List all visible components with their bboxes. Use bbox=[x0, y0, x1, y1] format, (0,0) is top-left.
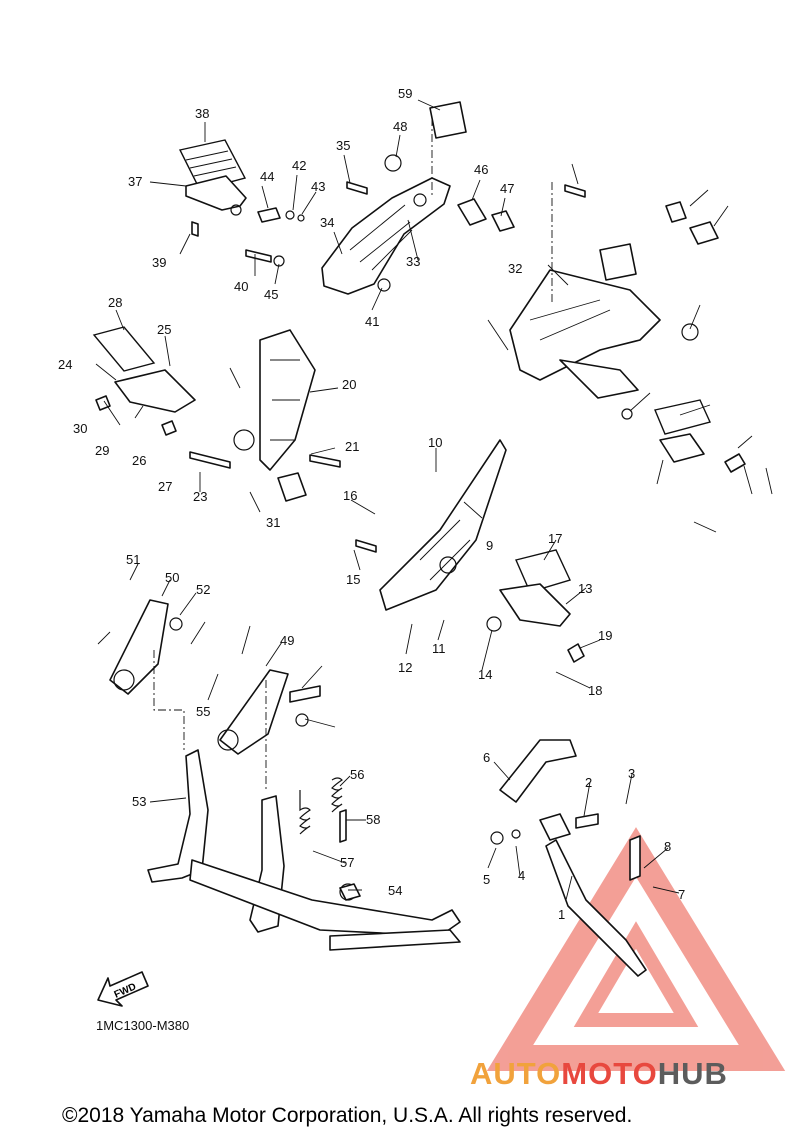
part-label: 55 bbox=[196, 704, 210, 719]
part-label: 53 bbox=[132, 794, 146, 809]
part-label: 49 bbox=[280, 633, 294, 648]
part-label: 26 bbox=[132, 453, 146, 468]
watermark-auto: AUTO bbox=[470, 1056, 562, 1091]
part-label: 9 bbox=[486, 538, 493, 553]
part-label: 2 bbox=[585, 775, 592, 790]
part-label: 56 bbox=[350, 767, 364, 782]
part-label: 37 bbox=[128, 174, 142, 189]
footrest-left-rear bbox=[178, 139, 305, 237]
part-label: 29 bbox=[95, 443, 109, 458]
side-stand bbox=[490, 739, 647, 977]
part-label: 57 bbox=[340, 855, 354, 870]
part-label: 16 bbox=[343, 488, 357, 503]
part-label: 59 bbox=[398, 86, 412, 101]
part-label: 6 bbox=[483, 750, 490, 765]
part-label: 1 bbox=[558, 907, 565, 922]
part-label: 41 bbox=[365, 314, 379, 329]
part-label: 12 bbox=[398, 660, 412, 675]
part-label: 46 bbox=[474, 162, 488, 177]
part-label: 25 bbox=[157, 322, 171, 337]
leader-lines bbox=[95, 99, 773, 901]
part-label: 15 bbox=[346, 572, 360, 587]
part-label: 17 bbox=[548, 531, 562, 546]
footrest-right-front bbox=[355, 439, 585, 663]
part-label: 50 bbox=[165, 570, 179, 585]
part-label: 47 bbox=[500, 181, 514, 196]
footrest-left-front bbox=[92, 326, 341, 502]
part-label: 43 bbox=[311, 179, 325, 194]
watermark-hub: HUB bbox=[657, 1056, 728, 1091]
part-label: 21 bbox=[345, 439, 359, 454]
copyright-notice: ©2018 Yamaha Motor Corporation, U.S.A. A… bbox=[62, 1104, 633, 1127]
part-label: 38 bbox=[195, 106, 209, 121]
part-number-labels: 1 2 3 4 5 6 7 8 9 10 11 12 13 14 15 16 1… bbox=[58, 86, 685, 922]
part-label: 11 bbox=[432, 641, 446, 656]
part-label: 52 bbox=[196, 582, 210, 597]
part-label: 34 bbox=[320, 215, 334, 230]
part-label: 58 bbox=[366, 812, 380, 827]
part-label: 14 bbox=[478, 667, 492, 682]
watermark-moto: MOTO bbox=[561, 1056, 658, 1091]
part-label: 19 bbox=[598, 628, 612, 643]
part-label: 33 bbox=[406, 254, 420, 269]
part-label: 23 bbox=[193, 489, 207, 504]
part-label: 32 bbox=[508, 261, 522, 276]
part-label: 51 bbox=[126, 552, 140, 567]
part-label: 28 bbox=[108, 295, 122, 310]
part-label: 31 bbox=[266, 515, 280, 530]
part-label: 35 bbox=[336, 138, 350, 153]
part-label: 48 bbox=[393, 119, 407, 134]
part-label: 40 bbox=[234, 279, 248, 294]
part-label: 5 bbox=[483, 872, 490, 887]
watermark-triangle bbox=[486, 827, 786, 1071]
stand-springs bbox=[299, 777, 361, 901]
footrest-bracket-32 bbox=[509, 184, 746, 473]
part-label: 39 bbox=[152, 255, 166, 270]
part-label: 4 bbox=[518, 868, 525, 883]
part-label: 20 bbox=[342, 377, 356, 392]
part-label: 30 bbox=[73, 421, 87, 436]
fwd-arrow-icon: FWD bbox=[97, 971, 149, 1007]
part-label: 10 bbox=[428, 435, 442, 450]
part-label: 18 bbox=[588, 683, 602, 698]
stand-brackets bbox=[109, 599, 321, 755]
part-label: 44 bbox=[260, 169, 274, 184]
part-label: 42 bbox=[292, 158, 306, 173]
part-label: 45 bbox=[264, 287, 278, 302]
footrest-bracket-33 bbox=[245, 101, 515, 295]
part-label: 13 bbox=[578, 581, 592, 596]
part-label: 24 bbox=[58, 357, 72, 372]
center-stand bbox=[147, 749, 461, 951]
diagram-code: 1MC1300-M380 bbox=[96, 1018, 190, 1033]
part-label: 54 bbox=[388, 883, 402, 898]
part-label: 27 bbox=[158, 479, 172, 494]
part-label: 8 bbox=[664, 839, 671, 854]
watermark-logo: AUTOMOTOHUB bbox=[470, 1056, 728, 1092]
part-label: 7 bbox=[678, 887, 685, 902]
part-label: 3 bbox=[628, 766, 635, 781]
